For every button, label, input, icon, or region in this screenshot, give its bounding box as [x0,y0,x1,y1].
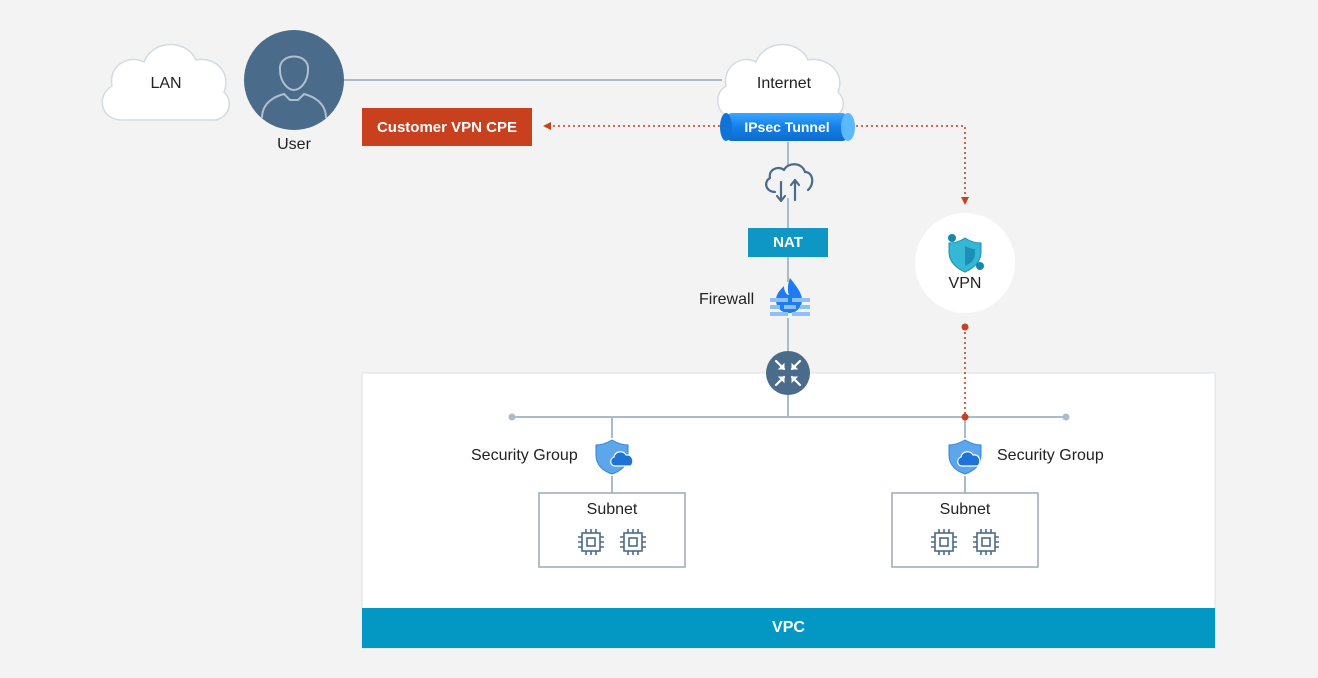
line-endpoint-dot [1062,413,1070,421]
cloud-transfer-icon [765,163,814,203]
router-icon [766,351,810,395]
vpn-node[interactable] [915,213,1015,313]
ipsec-tunnel-label: IPsec Tunnel [744,119,830,135]
vpn-shield-icon [948,234,984,273]
security-group-icon [595,439,634,475]
internet-label: Internet [756,75,812,92]
security-group-left-label: Security Group [471,447,578,464]
vpn-label: VPN [948,275,982,292]
lan-cloud-icon [101,43,230,121]
chip-icon [620,529,646,555]
security-group-icon [948,439,982,475]
lan-label: LAN [150,75,182,92]
line-endpoint-dot [508,413,516,421]
customer-vpn-cpe[interactable]: Customer VPN CPE [362,108,532,146]
chip-icon [931,529,957,555]
vpn-dotted-paths [548,125,966,417]
vpc-container [361,372,1216,649]
chip-icon [578,529,604,555]
vpc-bar: VPC [362,608,1215,648]
subnet-right-label: Subnet [939,501,991,518]
user-icon [244,30,344,130]
ipsec-tunnel-icon[interactable] [720,113,855,141]
subnet-box-left [538,492,686,568]
user-label: User [277,136,311,153]
internet-cloud-icon [716,43,844,119]
firewall-icon [770,278,810,316]
dot-icon [961,413,969,421]
security-group-right-label: Security Group [997,447,1104,464]
dot-icon [961,323,969,331]
subnet-box-right [891,492,1039,568]
arrow-left-icon [543,122,551,130]
arrow-down-icon [961,197,969,205]
nat-box[interactable]: NAT [748,228,828,257]
chip-icon [973,529,999,555]
firewall-label: Firewall [699,291,755,308]
subnet-left-label: Subnet [586,501,638,518]
